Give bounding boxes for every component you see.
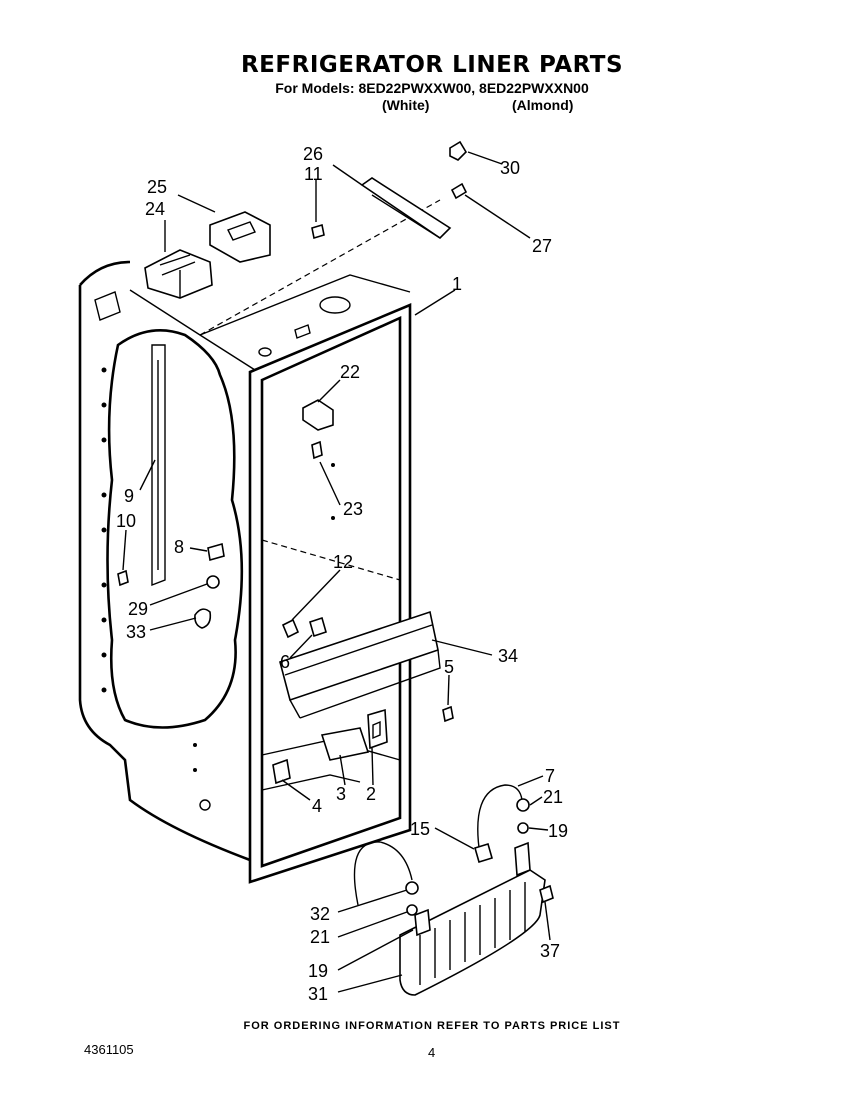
part-37-screw <box>539 884 554 904</box>
callout-10: 10 <box>116 511 136 531</box>
part-31-dispenser-panel <box>399 841 546 996</box>
part-21-nut-upper <box>516 798 530 812</box>
callout-30: 30 <box>500 158 520 178</box>
model-numbers: For Models: 8ED22PWXXW00, 8ED22PWXXN00 <box>275 80 589 96</box>
callout-29: 29 <box>128 599 148 619</box>
part-30-clip <box>449 140 468 161</box>
callout-37: 37 <box>540 941 560 961</box>
liner-body <box>78 199 441 884</box>
callout-19-upper: 19 <box>548 821 568 841</box>
callout-15: 15 <box>410 819 430 839</box>
callout-8: 8 <box>174 537 184 557</box>
part-7-tube <box>477 784 523 856</box>
callout-25: 25 <box>147 177 167 197</box>
part-32-tube <box>353 841 413 906</box>
callout-34: 34 <box>498 646 518 666</box>
part-2-bracket <box>367 708 388 750</box>
callout-7: 7 <box>545 766 555 786</box>
part-29-grommet <box>206 575 220 589</box>
document-number: 4361105 <box>84 1042 134 1057</box>
part-8-clip <box>207 542 225 562</box>
part-24-control-housing <box>144 249 213 299</box>
callout-19-lower: 19 <box>308 961 328 981</box>
callout-21-lower: 21 <box>310 927 330 947</box>
callout-24: 24 <box>145 199 165 219</box>
color-white-label: (White) <box>382 97 430 113</box>
callout-labels: 1 2 3 4 5 6 7 8 9 10 11 12 15 19 19 21 2… <box>116 144 568 1004</box>
part-27-screw <box>450 182 468 200</box>
part-5-screw <box>442 705 454 723</box>
callout-6: 6 <box>280 652 290 672</box>
part-33-bulb <box>194 608 212 629</box>
callout-3: 3 <box>336 784 346 804</box>
part-26-channel <box>360 177 452 240</box>
callout-4: 4 <box>312 796 322 816</box>
part-21-nut-lower <box>405 881 419 895</box>
part-23-screw <box>311 440 323 460</box>
leader-lines <box>122 151 551 993</box>
ordering-note: FOR ORDERING INFORMATION REFER TO PARTS … <box>243 1020 621 1032</box>
part-19-ferrule-lower <box>406 904 418 916</box>
callout-11: 11 <box>304 164 323 184</box>
callout-1: 1 <box>452 274 462 294</box>
part-6-fastener <box>309 616 327 638</box>
callout-32: 32 <box>310 904 330 924</box>
callout-5: 5 <box>444 657 454 677</box>
color-almond-label: (Almond) <box>512 97 574 113</box>
part-34-shelf-support <box>279 610 441 719</box>
part-22-bracket <box>302 399 334 431</box>
callout-12: 12 <box>333 552 353 572</box>
callout-22: 22 <box>340 362 360 382</box>
callout-2: 2 <box>366 784 376 804</box>
callout-23: 23 <box>343 499 363 519</box>
callout-9: 9 <box>124 486 134 506</box>
page-number: 4 <box>428 1045 436 1060</box>
part-3-plate <box>320 727 370 761</box>
part-15-valve <box>474 842 493 864</box>
callout-21-upper: 21 <box>543 787 563 807</box>
part-25-bracket <box>209 211 271 263</box>
part-4-switch <box>272 758 291 785</box>
part-12-clip <box>281 618 300 639</box>
part-10-screw <box>117 569 129 587</box>
page-title: REFRIGERATOR LINER PARTS <box>240 52 624 78</box>
callout-26: 26 <box>303 144 323 164</box>
callout-31: 31 <box>308 984 328 1004</box>
part-11-screw <box>311 223 325 240</box>
callout-33: 33 <box>126 622 146 642</box>
part-19-ferrule-upper <box>517 822 529 834</box>
callout-27: 27 <box>532 236 552 256</box>
